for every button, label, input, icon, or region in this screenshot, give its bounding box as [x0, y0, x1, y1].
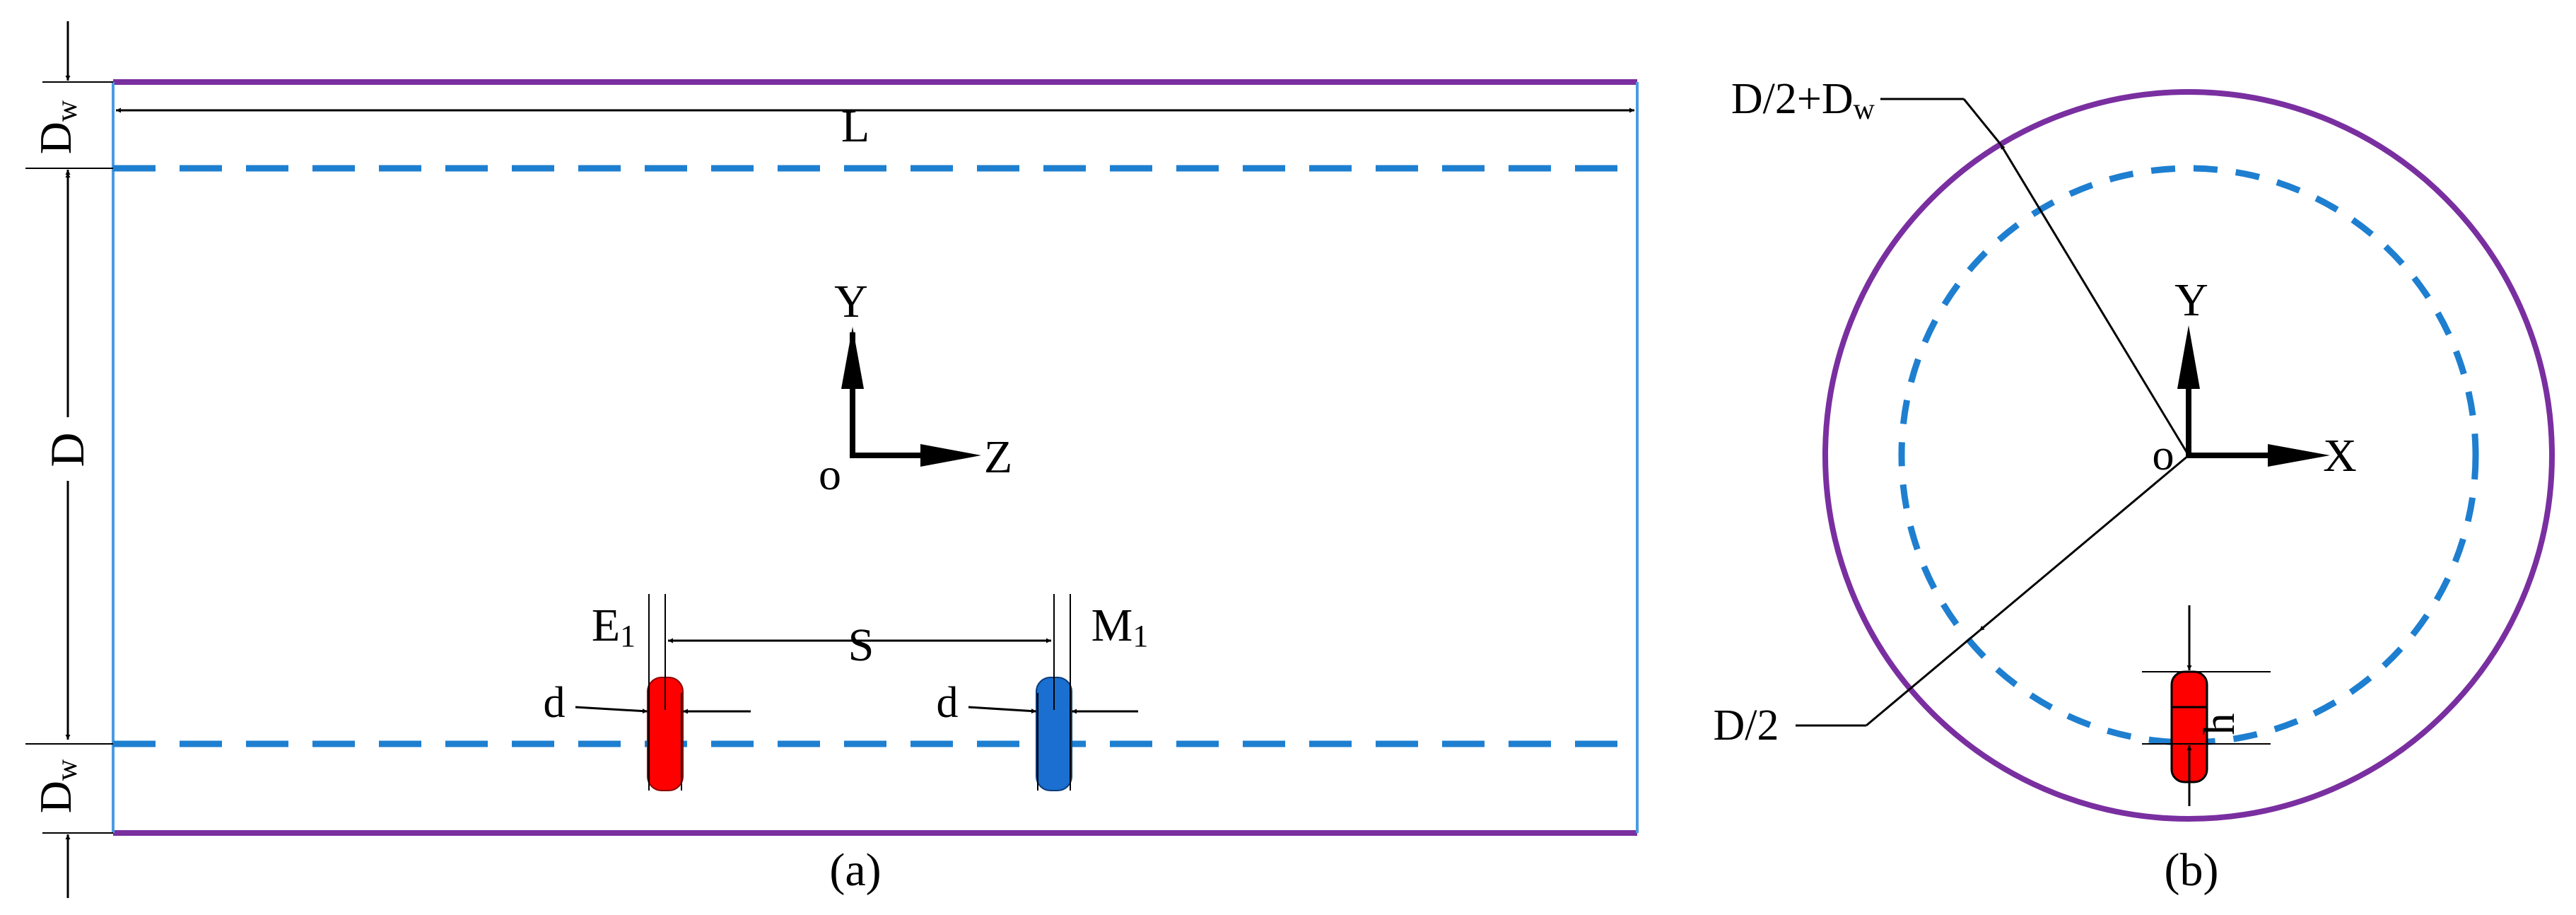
outer-radius-leader: [1999, 144, 2190, 456]
panel-b: D/2+Dw D/2 Y X o h (b): [1714, 75, 2555, 896]
diameter-label: D: [40, 432, 94, 467]
spacing-label: S: [848, 619, 874, 671]
wall-thickness-label-top: Dw: [30, 100, 83, 154]
axis-x-b-arrowhead: [2268, 444, 2330, 467]
e1-width-label: d: [544, 679, 566, 727]
length-label: L: [841, 100, 870, 152]
wall-thickness-label-bottom: Dw: [30, 759, 83, 813]
e1-width-arrow-in: [575, 706, 648, 714]
panel-b-caption: (b): [2165, 844, 2219, 896]
m1-width-arrow-in: [968, 706, 1037, 714]
outer-radius-leader-ext: [1962, 98, 2002, 145]
origin-label: o: [819, 449, 841, 499]
diameter-label-bg: [49, 417, 88, 481]
axis-y-b-arrowhead: [2177, 325, 2200, 389]
axis-y-b-label: Y: [2174, 274, 2208, 326]
origin-b-label: o: [2153, 431, 2174, 479]
inner-dashed-circle: [1898, 165, 2479, 746]
axis-y-arrowhead: [841, 327, 864, 389]
outer-radius-label: D/2+Dw: [1731, 75, 1875, 126]
axis-z-arrowhead: [920, 444, 981, 467]
inner-radius-leader: [1979, 454, 2189, 632]
pipe-outer-circle: [1822, 89, 2555, 822]
axis-z-label: Z: [984, 431, 1012, 483]
inner-radius-leader-ext: [1866, 629, 1980, 727]
panel-a-caption: (a): [829, 844, 881, 896]
measuring-electrode-label: M1: [1091, 600, 1149, 653]
electrode-height-label: h: [2196, 713, 2244, 735]
axis-x-b-label: X: [2323, 430, 2357, 482]
inner-radius-label: D/2: [1714, 701, 1779, 750]
m1-width-label: d: [937, 679, 959, 727]
excitation-electrode-label: E1: [592, 600, 636, 653]
panel-a: L Dw D Dw Y Z o: [25, 21, 1639, 898]
axis-y-label: Y: [834, 276, 868, 327]
